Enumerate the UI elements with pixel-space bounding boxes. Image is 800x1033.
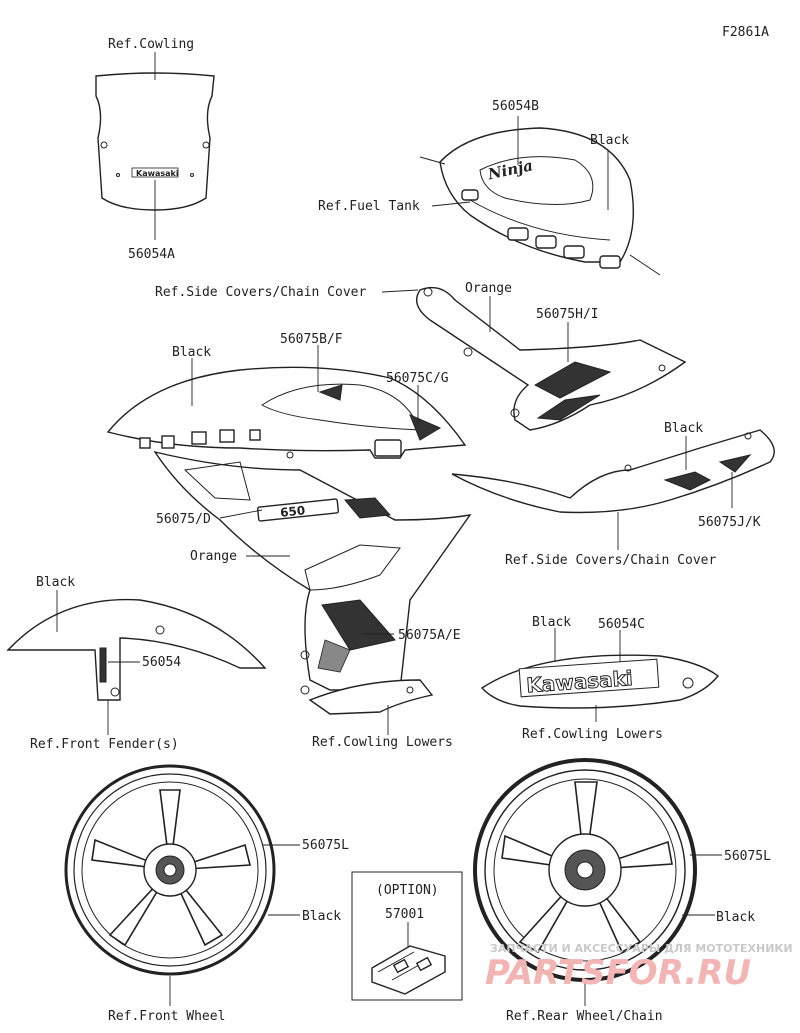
front-fender-part: [6, 598, 267, 701]
label-black-fender: Black: [36, 575, 75, 590]
label-orange-cowl: Orange: [190, 549, 237, 564]
label-black-tank: Black: [590, 133, 629, 148]
windscreen-part: Kawasaki: [95, 72, 215, 211]
label-56075L-front: 56075L: [302, 838, 349, 853]
watermark-line2: PARTSFOR.RU: [485, 953, 751, 993]
tail-cowl-part: [416, 286, 687, 431]
label-option: (OPTION): [376, 883, 439, 898]
label-56075BF: 56075B/F: [280, 332, 343, 347]
label-black-lower: Black: [532, 615, 571, 630]
label-ref-cowling-lowers-2: Ref.Cowling Lowers: [522, 727, 663, 742]
label-57001: 57001: [385, 907, 424, 922]
label-ref-side-covers-bottom: Ref.Side Covers/Chain Cover: [505, 553, 716, 568]
label-56075AE: 56075A/E: [398, 628, 461, 643]
front-wheel-part: [64, 764, 276, 976]
watermark-line1: ЗАПЧАСТИ И АКСЕССУАРЫ ДЛЯ МОТОТЕХНИКИ: [490, 942, 793, 955]
label-ref-rear-wheel: Ref.Rear Wheel/Chain: [506, 1009, 663, 1024]
fuel-tank-part: Ninja: [419, 127, 661, 276]
label-ref-fuel-tank: Ref.Fuel Tank: [318, 199, 420, 214]
figure-code: F2861A: [722, 25, 769, 40]
upper-cowl-part: [106, 366, 467, 459]
label-56075JK: 56075J/K: [698, 515, 761, 530]
label-black-side: Black: [664, 421, 703, 436]
label-ref-cowling: Ref.Cowling: [108, 37, 194, 52]
label-black-cowl: Black: [172, 345, 211, 360]
label-ref-cowling-lowers-1: Ref.Cowling Lowers: [312, 735, 453, 750]
label-56075D: 56075/D: [156, 512, 211, 527]
cowling-lower-right-part: Kawasaki: [480, 654, 719, 709]
label-56075CG: 56075C/G: [386, 371, 449, 386]
label-ref-front-wheel: Ref.Front Wheel: [108, 1009, 225, 1024]
label-ref-front-fender: Ref.Front Fender(s): [30, 737, 179, 752]
label-ref-side-covers-top: Ref.Side Covers/Chain Cover: [155, 285, 366, 300]
upper-cowl-slots: [139, 429, 261, 449]
option-box: [351, 871, 463, 1001]
rear-wheel-part: [473, 758, 697, 982]
label-orange-tail: Orange: [465, 281, 512, 296]
middle-cowl-part: 650: [153, 450, 472, 695]
label-56054: 56054: [142, 655, 181, 670]
windscreen-decal-text: Kawasaki: [136, 169, 179, 178]
label-56075HI: 56075H/I: [536, 307, 599, 322]
label-black-front-wheel: Black: [302, 909, 341, 924]
label-56054A: 56054A: [128, 247, 175, 262]
label-56075L-rear: 56075L: [724, 849, 771, 864]
label-56054B: 56054B: [492, 99, 539, 114]
cowling-lower-left-part: [308, 679, 434, 715]
label-56054C: 56054C: [598, 617, 645, 632]
label-black-rear-wheel: Black: [716, 910, 755, 925]
side-cover-part: [451, 429, 775, 514]
model-number-decal: 650: [279, 503, 305, 520]
